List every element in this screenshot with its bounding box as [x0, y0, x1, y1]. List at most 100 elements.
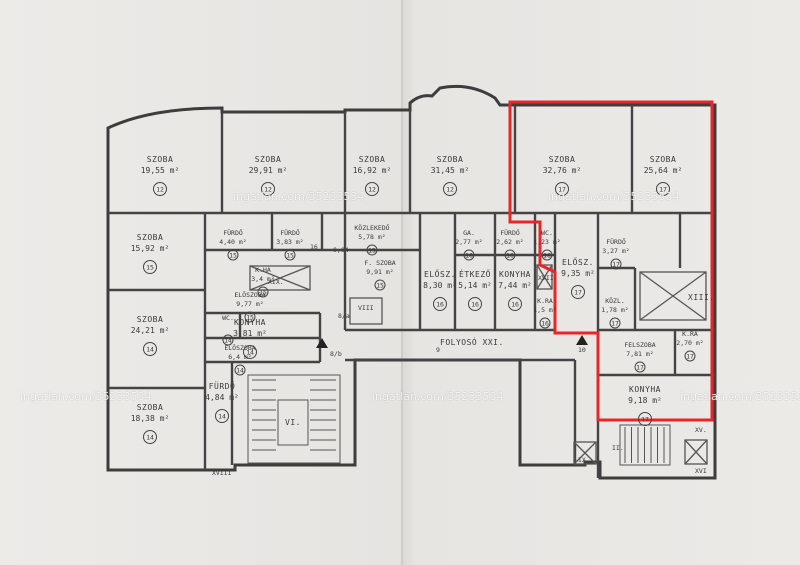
room-area: 3,81 m²	[233, 329, 267, 338]
room-number: 14	[236, 367, 244, 375]
room-name: KONYHA	[499, 270, 531, 279]
interior-walls	[108, 105, 715, 478]
room-number-circle	[365, 182, 379, 196]
room-number-circle	[227, 249, 239, 261]
corridor-label: FOLYOSÓ XXI.	[440, 336, 504, 347]
room-number: 14	[246, 349, 254, 357]
room-number-circle	[284, 249, 296, 261]
room-area: 24,21 m²	[131, 326, 170, 335]
room-number-circle	[468, 297, 482, 311]
shaft-viii-box	[349, 297, 383, 325]
room-number-circle	[374, 279, 386, 291]
entrance-arrow-icon	[576, 335, 588, 345]
room-area: 29,91 m²	[249, 166, 288, 175]
room-area: 3,27 m²	[602, 247, 629, 255]
room-number-circle	[634, 361, 646, 373]
room-area: 31,45 m²	[431, 166, 470, 175]
room-name: GA.	[463, 229, 475, 237]
room-area: 7,44 m²	[498, 281, 532, 290]
room-number-circle	[222, 334, 234, 346]
mark-8b: 8/b	[330, 350, 342, 358]
room-name: ÉTKEZŐ	[459, 268, 491, 279]
room-number: 17	[611, 320, 619, 328]
room-name: ELŐSZOBA	[234, 290, 265, 299]
shaft-xvii-box	[536, 264, 553, 290]
room-number: 15	[259, 289, 267, 297]
room-number: 17	[558, 186, 566, 194]
area-004: 0,04	[333, 246, 349, 254]
room-name: SZOBA	[437, 155, 464, 164]
room-name: SZOBA	[137, 315, 164, 324]
room-number: 14	[224, 337, 232, 345]
room-name: WC.	[222, 314, 234, 322]
stair-label: VI.	[285, 418, 301, 427]
room-name: SZOBA	[650, 155, 677, 164]
room-area: 3,83 m²	[276, 238, 303, 246]
entrance-arrow-icon	[316, 338, 328, 348]
room-number: 17	[612, 261, 620, 269]
room-number-circle	[541, 249, 553, 261]
room-name: FÜRDŐ	[500, 228, 520, 237]
room-area: 19,55 m²	[141, 166, 180, 175]
room-name: K.RA	[682, 330, 698, 338]
room-number: 15	[246, 314, 254, 322]
room-number-circle	[261, 182, 275, 196]
mark-16: 16	[310, 243, 318, 251]
room-area: 9,18 m²	[628, 396, 662, 405]
building-outline	[106, 84, 717, 480]
room-r32: WC. 14	[222, 314, 234, 346]
room-area: 5,78 m²	[358, 233, 385, 241]
room-area: 4,84 m²	[205, 393, 239, 402]
room-name: KONYHA	[629, 385, 661, 394]
room-number-circle	[143, 430, 157, 444]
room-r4: SZOBA 31,45 m² 12	[431, 155, 470, 196]
room-area: 8,30 m²	[423, 281, 457, 290]
room-name: SZOBA	[549, 155, 576, 164]
watermark-text: ingatlan.com/35233534	[233, 190, 365, 203]
room-number: 16	[465, 252, 473, 260]
room-number-circle	[234, 364, 246, 376]
highlighted-apartment	[508, 100, 714, 422]
room-number: 15	[376, 282, 384, 290]
room-area: 1,23 m²	[533, 238, 560, 246]
room-name: SZOBA	[137, 403, 164, 412]
room-area: 7,81 m²	[626, 350, 653, 358]
watermark-text: ingatlan.com/35233534	[20, 390, 152, 403]
room-number-circle	[243, 345, 257, 359]
shaft-xv-label: XV.	[695, 426, 707, 434]
room-area: 18,38 m²	[131, 414, 170, 423]
watermark-text: ingatlan.com/35233534	[680, 390, 800, 403]
shaft-xviii-label: XVIII	[212, 469, 232, 477]
mark-10: 10	[578, 346, 586, 354]
room-number-circle	[638, 412, 652, 426]
outer-walls	[106, 84, 717, 480]
shaft-ii-label: II.	[612, 444, 624, 452]
room-name: SZOBA	[137, 233, 164, 242]
room-number: 16	[506, 252, 514, 260]
shaft-ix-label: IX	[578, 456, 586, 464]
room-name: SZOBA	[255, 155, 282, 164]
room-area: 32,76 m²	[543, 166, 582, 175]
room-name: K.RA	[537, 297, 553, 305]
room-r5: SZOBA 32,76 m² 17	[543, 155, 582, 196]
room-number: 12	[446, 186, 454, 194]
room-number: 17	[636, 364, 644, 372]
room-number: 17	[686, 353, 694, 361]
